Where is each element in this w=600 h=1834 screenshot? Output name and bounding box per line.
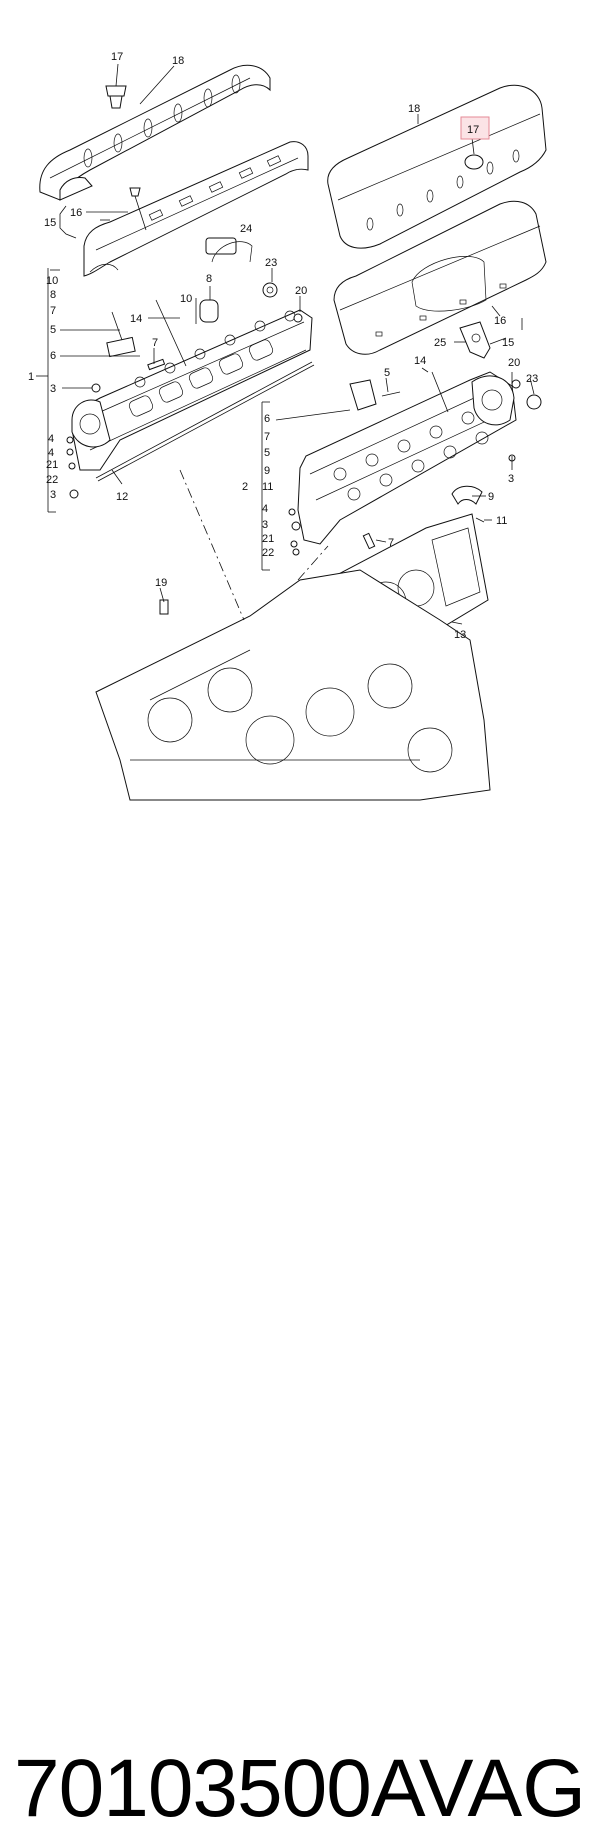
callout-19: 19 (155, 577, 167, 589)
callout-23-left: 23 (265, 257, 277, 269)
callout-21-left: 21 (46, 459, 58, 471)
callout-18-left: 18 (172, 55, 184, 67)
callout-16-right: 16 (494, 315, 506, 327)
callout-17-left: 17 (111, 51, 123, 63)
callout-22-left: 22 (46, 474, 58, 486)
callout-3-left-b: 3 (50, 489, 56, 501)
callout-15-right: 15 (502, 337, 514, 349)
leader-lines (36, 63, 535, 625)
callout-13: 13 (454, 629, 466, 641)
callout-14-left: 14 (130, 313, 142, 325)
callout-20-left: 20 (295, 285, 307, 297)
callout-24: 24 (240, 223, 252, 235)
callout-7-center: 7 (152, 337, 158, 349)
bolt-16-left (129, 187, 147, 231)
callout-7-right: 7 (264, 431, 270, 443)
callout-3-right: 3 (508, 473, 514, 485)
callout-7-left: 7 (50, 305, 56, 317)
engine-block (95, 569, 491, 801)
right-valve-cover (333, 200, 547, 355)
right-engine-cover (327, 84, 547, 249)
callout-25: 25 (434, 337, 446, 349)
callout-23-right: 23 (526, 373, 538, 385)
callout-14-right: 14 (414, 355, 426, 367)
callout-labels: 17 18 16 15 24 10 8 7 5 6 1 3 4 4 21 22 … (28, 51, 538, 641)
highlighted-callout-box (460, 116, 490, 140)
callout-5-right: 5 (264, 447, 270, 459)
left-cylinder-head (71, 309, 313, 471)
callout-4-left-a: 4 (48, 433, 54, 445)
callout-5-right-top: 5 (384, 367, 390, 379)
callout-5-left: 5 (50, 324, 56, 336)
callout-16-left: 16 (70, 207, 82, 219)
small-parts-right (159, 371, 542, 615)
callout-10-top: 10 (46, 275, 58, 287)
callout-7-lower: 7 (388, 537, 394, 549)
callout-4-left-b: 4 (48, 447, 54, 459)
callout-9-right: 9 (264, 465, 270, 477)
callout-3-left: 3 (50, 383, 56, 395)
callout-9-lower: 9 (488, 491, 494, 503)
part-number: 70103500A (14, 1743, 426, 1834)
callout-8-left: 8 (50, 289, 56, 301)
exploded-engine-diagram: 17 18 16 15 24 10 8 7 5 6 1 3 4 4 21 22 … (28, 51, 547, 801)
small-parts-left (66, 237, 303, 499)
callout-3-right-b: 3 (262, 519, 268, 531)
callout-2: 2 (242, 481, 248, 493)
callout-22-right: 22 (262, 547, 274, 559)
callout-4-right: 4 (262, 503, 268, 515)
callout-6-right: 6 (264, 413, 270, 425)
callout-1: 1 (28, 371, 34, 383)
callout-12: 12 (116, 491, 128, 503)
callout-11-right: 11 (262, 481, 273, 493)
callout-18-right: 18 (408, 103, 420, 115)
left-engine-cover (39, 64, 271, 201)
caption-bar: 70103500A VAG (0, 870, 600, 1830)
callout-8-center: 8 (206, 273, 212, 285)
brand-name: VAG (418, 1743, 586, 1834)
left-valve-cover (83, 141, 309, 277)
callout-15-left: 15 (44, 217, 56, 229)
callout-10-center: 10 (180, 293, 192, 305)
callout-21-right: 21 (262, 533, 274, 545)
oil-filler-cap-left (105, 85, 127, 109)
callout-20-right: 20 (508, 357, 520, 369)
left-head-gasket-strip (95, 361, 315, 482)
sensor-25 (459, 321, 491, 359)
callout-6-left: 6 (50, 350, 56, 362)
callout-17-right: 17 (467, 124, 479, 136)
right-cylinder-head (297, 371, 517, 545)
callout-11-lower: 11 (496, 515, 507, 527)
